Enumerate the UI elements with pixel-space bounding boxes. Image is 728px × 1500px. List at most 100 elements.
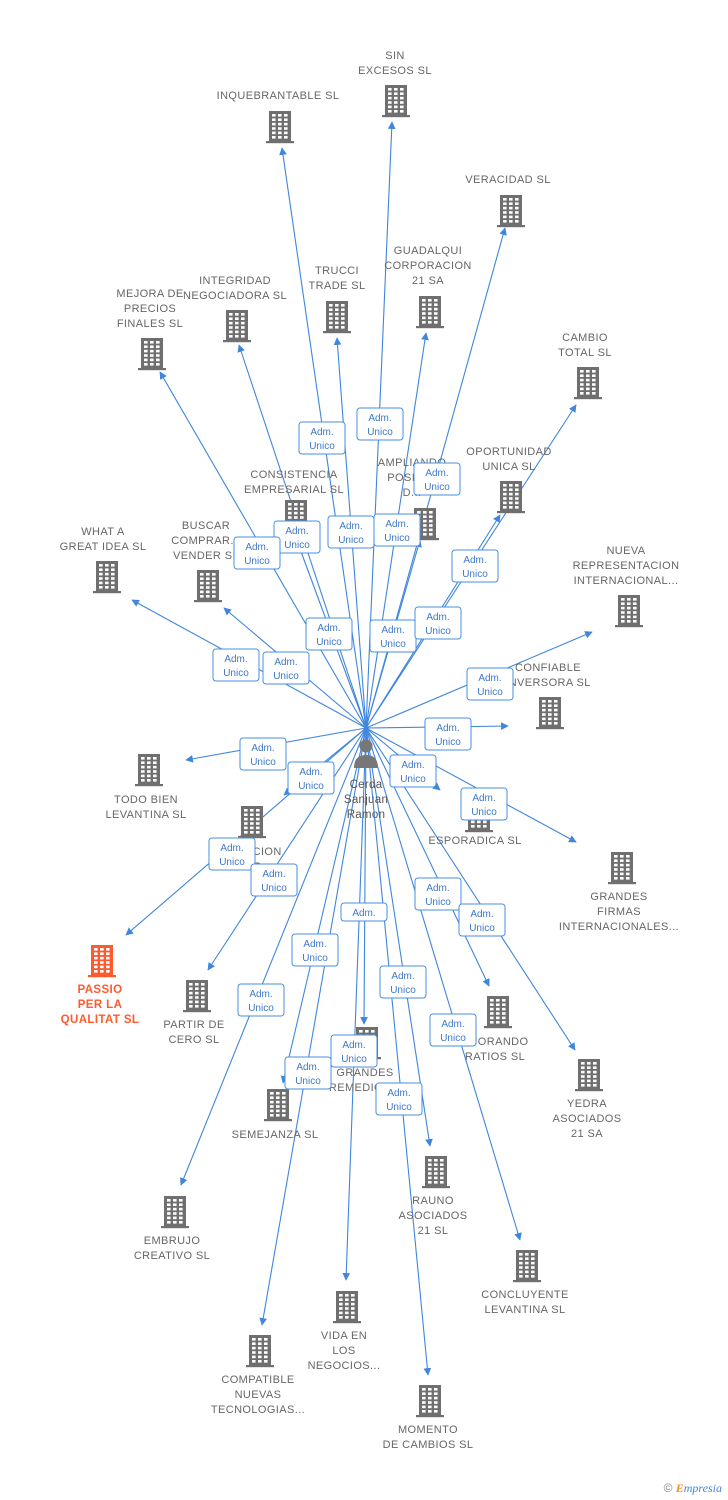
relation-badge[interactable]: Adm.Unico xyxy=(429,1013,477,1047)
company-label-line: COMPATIBLE xyxy=(221,1374,294,1386)
brand-logo: Empresia xyxy=(675,1481,722,1495)
company-label-line: MEJORA DE xyxy=(116,288,183,300)
relation-badge[interactable]: Adm.Unico xyxy=(375,1082,423,1116)
relation-badge[interactable]: Adm.Unico xyxy=(379,965,427,999)
edge-grandes-firmas xyxy=(365,727,577,843)
company-label-line: EXCESOS SL xyxy=(358,65,432,77)
relation-badge[interactable]: Adm.Unico xyxy=(273,520,321,554)
badge-line2: Unico xyxy=(386,1102,412,1113)
building-icon xyxy=(246,1335,274,1368)
company-label-line: OPORTUNIDAD xyxy=(466,446,551,458)
company-node-grandes-firmas[interactable]: GRANDESFIRMASINTERNACIONALES... xyxy=(559,852,679,933)
relation-badge[interactable]: Adm.Unico xyxy=(287,761,335,795)
relation-badge[interactable]: Adm.Unico xyxy=(424,717,472,751)
building-icon xyxy=(575,1059,603,1092)
company-node-semejanza[interactable]: SEMEJANZA SL xyxy=(232,1089,319,1141)
relation-badge[interactable]: Adm.Unico xyxy=(239,737,287,771)
building-icon xyxy=(513,1250,541,1283)
company-label-line: NEGOCIADORA SL xyxy=(183,290,287,302)
relation-badge[interactable]: Adm.Unico xyxy=(414,606,462,640)
relation-badge[interactable]: Adm. xyxy=(340,902,388,922)
badge-line2: Unico xyxy=(390,985,416,996)
company-label-line: GREAT IDEA SL xyxy=(60,541,147,553)
company-label-line: CREATIVO SL xyxy=(134,1250,210,1262)
relation-badge[interactable]: Adm.Unico xyxy=(373,513,421,547)
edge-rauno xyxy=(365,727,433,1147)
company-node-veracidad[interactable]: VERACIDAD SL xyxy=(465,174,551,228)
company-label-line: INQUEBRANTABLE SL xyxy=(217,90,340,102)
edge-compatible xyxy=(259,727,367,1326)
relation-badge[interactable]: Adm.Unico xyxy=(237,983,285,1017)
badge-line1: Adm. xyxy=(339,521,362,532)
company-label-line: FINALES SL xyxy=(117,318,183,330)
relation-badge[interactable]: Adm.Unico xyxy=(212,648,260,682)
badge-line2: Unico xyxy=(338,535,364,546)
company-node-vida[interactable]: VIDA ENLOSNEGOCIOS... xyxy=(308,1291,381,1372)
company-node-compatible[interactable]: COMPATIBLENUEVASTECNOLOGIAS... xyxy=(211,1335,305,1416)
person-name-line: Cerda xyxy=(350,779,383,791)
relation-badge[interactable]: Adm.Unico xyxy=(458,903,506,937)
relation-badge[interactable]: Adm.Unico xyxy=(466,667,514,701)
relation-badge[interactable]: Adm.Unico xyxy=(250,863,298,897)
building-icon xyxy=(422,1156,450,1189)
relation-badge[interactable]: Adm. Unico xyxy=(327,515,375,549)
relation-badge[interactable]: Adm.Unico xyxy=(298,421,346,455)
footer-brand[interactable]: © Empresia xyxy=(664,1481,722,1496)
company-label-line: ESPORADICA SL xyxy=(428,835,521,847)
badge-line1: Adm. xyxy=(385,519,408,530)
badge-line2: Unico xyxy=(424,482,450,493)
relation-badge[interactable]: Adm.Unico xyxy=(460,787,508,821)
relation-badge[interactable]: Adm.Unico xyxy=(369,619,417,653)
relation-badge[interactable]: Adm.Unico xyxy=(208,837,256,871)
badge-line2: Unico xyxy=(425,626,451,637)
building-icon xyxy=(238,806,266,839)
badge-line1: Adm. xyxy=(310,427,333,438)
relation-badge[interactable]: Adm.Unico xyxy=(356,407,404,441)
relation-badge[interactable]: Adm.Unico xyxy=(233,536,281,570)
badge-line2: Unico xyxy=(295,1076,321,1087)
relation-badge[interactable]: Adm.Unico xyxy=(262,651,310,685)
building-icon xyxy=(135,754,163,787)
relation-badge[interactable]: Adm.Unico xyxy=(414,877,462,911)
badge-line1: Adm. xyxy=(352,908,375,919)
relation-badge[interactable]: Adm.Unico xyxy=(284,1056,332,1090)
company-label-line: TOTAL SL xyxy=(558,347,612,359)
relation-badge[interactable]: Adm.Unico xyxy=(389,754,437,788)
relation-badge[interactable]: Adm.Unico xyxy=(305,617,353,651)
company-label-line: PER LA xyxy=(78,999,123,1011)
company-label-line: QUALITAT SL xyxy=(61,1014,140,1026)
relation-badge[interactable]: Adm.Unico xyxy=(291,933,339,967)
badge-line1: Adm. xyxy=(478,673,501,684)
badge-line1: Adm. xyxy=(472,793,495,804)
company-node-nueva-rep[interactable]: NUEVAREPRESENTACIONINTERNACIONAL... xyxy=(573,545,680,628)
relation-badge[interactable]: Adm.Unico xyxy=(413,462,461,496)
badge-line2: Unico xyxy=(380,639,406,650)
company-label-line: ASOCIADOS xyxy=(552,1113,621,1125)
company-node-inquebrantable[interactable]: INQUEBRANTABLE SL xyxy=(217,90,340,144)
badge-line2: Unico xyxy=(284,540,310,551)
relation-badge[interactable]: Adm.Unico xyxy=(330,1034,378,1068)
company-label-line: 21 SL xyxy=(418,1225,449,1237)
relation-badge[interactable]: Adm.Unico xyxy=(451,549,499,583)
